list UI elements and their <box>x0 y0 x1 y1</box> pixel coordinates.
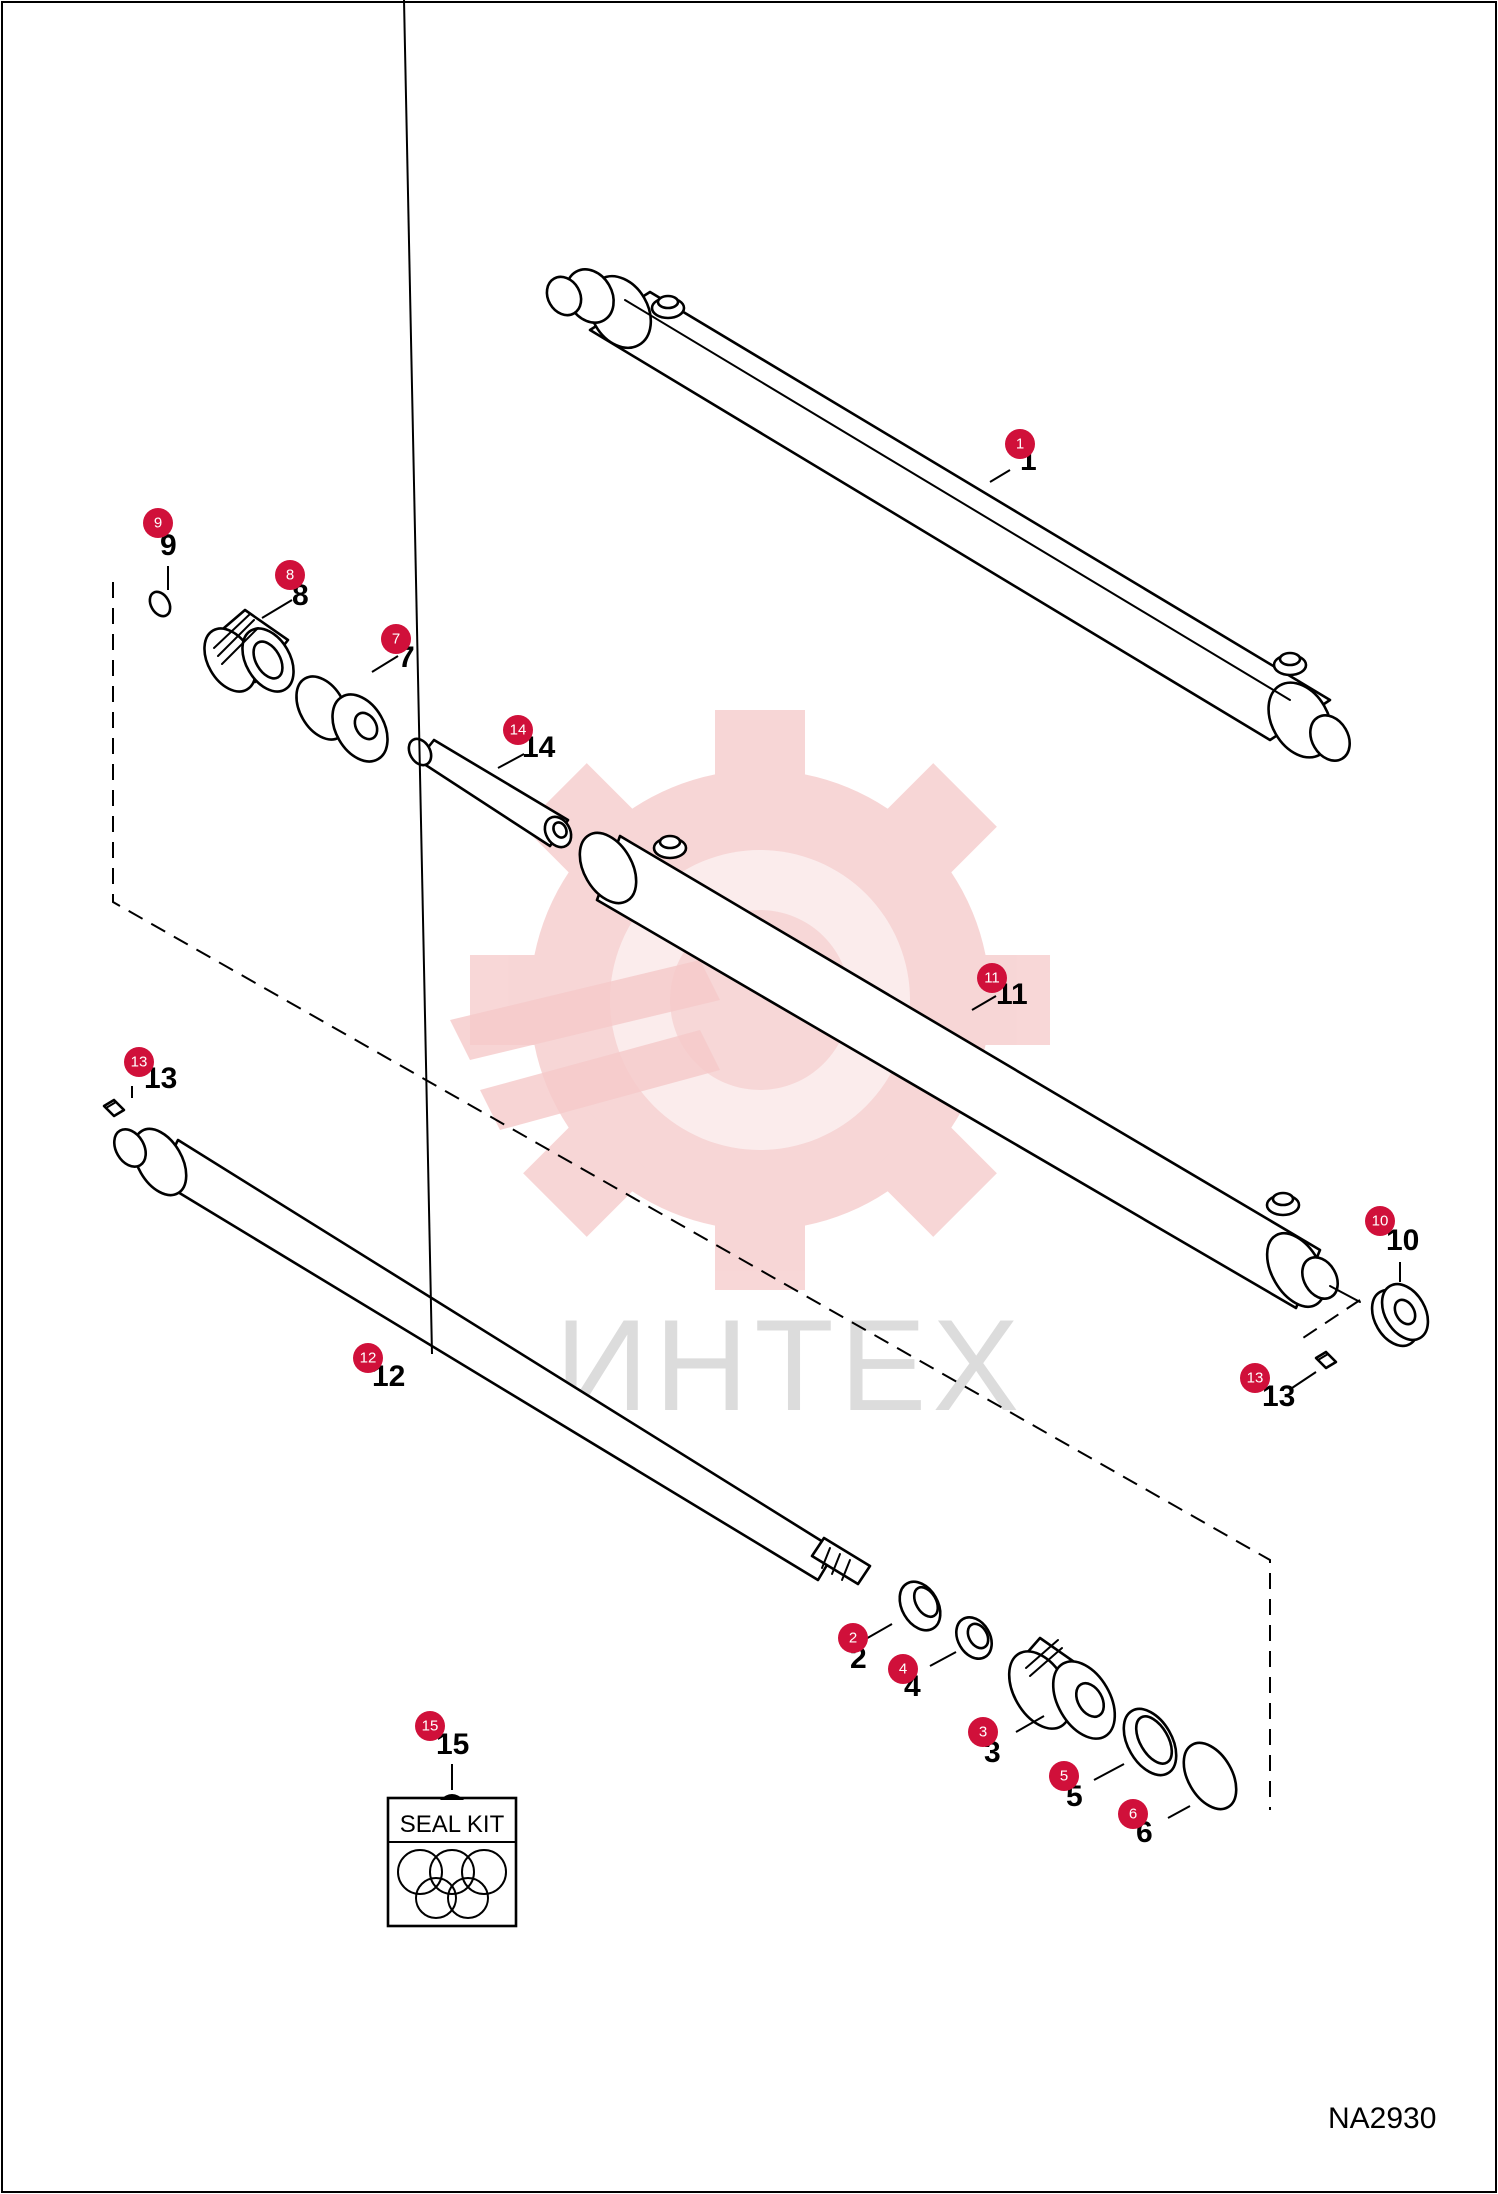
callout-badge-11[interactable]: 11 <box>977 963 1007 993</box>
part-12-rod[interactable] <box>108 1120 872 1586</box>
callout-badge-14[interactable]: 14 <box>503 715 533 745</box>
callout-badge-9[interactable]: 9 <box>143 508 173 538</box>
callout-badge-4[interactable]: 4 <box>888 1654 918 1684</box>
svg-text:1: 1 <box>1016 436 1024 453</box>
part-6-o-ring[interactable] <box>1173 1734 1247 1818</box>
svg-text:11: 11 <box>984 970 1000 987</box>
part-1-cylinder-assembly[interactable] <box>540 261 1357 769</box>
callout-badge-13-top[interactable]: 13 <box>124 1047 154 1077</box>
assembly-boundary-right <box>1299 1299 1361 1341</box>
part-15-seal-kit[interactable]: SEAL KIT <box>386 1764 518 1928</box>
svg-text:13: 13 <box>1247 1370 1264 1387</box>
callout-badge-2[interactable]: 2 <box>838 1623 868 1653</box>
svg-text:14: 14 <box>510 722 527 739</box>
callout-badge-6[interactable]: 6 <box>1118 1799 1148 1829</box>
callout-badge-12[interactable]: 12 <box>353 1343 383 1373</box>
assembly-boundary <box>112 582 1271 1810</box>
part-4-rod-seal[interactable] <box>949 1611 999 1665</box>
part-14-spacer[interactable] <box>404 735 576 852</box>
svg-text:15: 15 <box>422 1718 439 1735</box>
svg-text:13: 13 <box>131 1054 148 1071</box>
svg-text:8: 8 <box>286 567 294 584</box>
seal-kit-label: SEAL KIT <box>400 1811 505 1838</box>
svg-text:4: 4 <box>899 1661 907 1678</box>
callout-badge-13-bottom[interactable]: 13 <box>1240 1363 1270 1393</box>
svg-text:7: 7 <box>392 631 400 648</box>
part-7-piston[interactable] <box>286 668 399 772</box>
part-2-wiper[interactable] <box>891 1574 948 1637</box>
part-5-backup-ring[interactable] <box>1113 1700 1187 1784</box>
leader-lines <box>131 0 1401 1819</box>
callout-badge-1[interactable]: 1 <box>1005 429 1035 459</box>
svg-text:6: 6 <box>1129 1806 1137 1823</box>
diagram-code: NA2930 <box>1328 2102 1436 2135</box>
svg-text:2: 2 <box>849 1630 857 1647</box>
svg-text:5: 5 <box>1060 1768 1068 1785</box>
watermark-text: ИНТЕХ <box>555 1292 1025 1438</box>
part-11-barrel[interactable] <box>568 823 1361 1317</box>
svg-text:10: 10 <box>1372 1213 1389 1230</box>
part-10-nut[interactable] <box>1363 1276 1438 1354</box>
svg-text:9: 9 <box>154 515 162 532</box>
watermark-logo: ИНТЕХ <box>450 710 1050 1438</box>
part-13-fitting-bottom[interactable] <box>1314 1350 1338 1370</box>
callout-badge-8[interactable]: 8 <box>275 560 305 590</box>
callout-badge-3[interactable]: 3 <box>968 1717 998 1747</box>
callout-badge-15[interactable]: 15 <box>415 1711 445 1741</box>
part-13-fitting-top[interactable] <box>102 1098 126 1118</box>
part-9-o-ring[interactable] <box>146 588 175 620</box>
callout-badge-5[interactable]: 5 <box>1049 1761 1079 1791</box>
part-3-head[interactable] <box>996 1636 1127 1749</box>
label-9: 9 <box>160 529 177 562</box>
part-8-gland[interactable] <box>194 608 304 700</box>
svg-text:12: 12 <box>360 1350 377 1367</box>
callout-badge-10[interactable]: 10 <box>1365 1206 1395 1236</box>
svg-text:3: 3 <box>979 1724 987 1741</box>
callout-badge-7[interactable]: 7 <box>381 624 411 654</box>
